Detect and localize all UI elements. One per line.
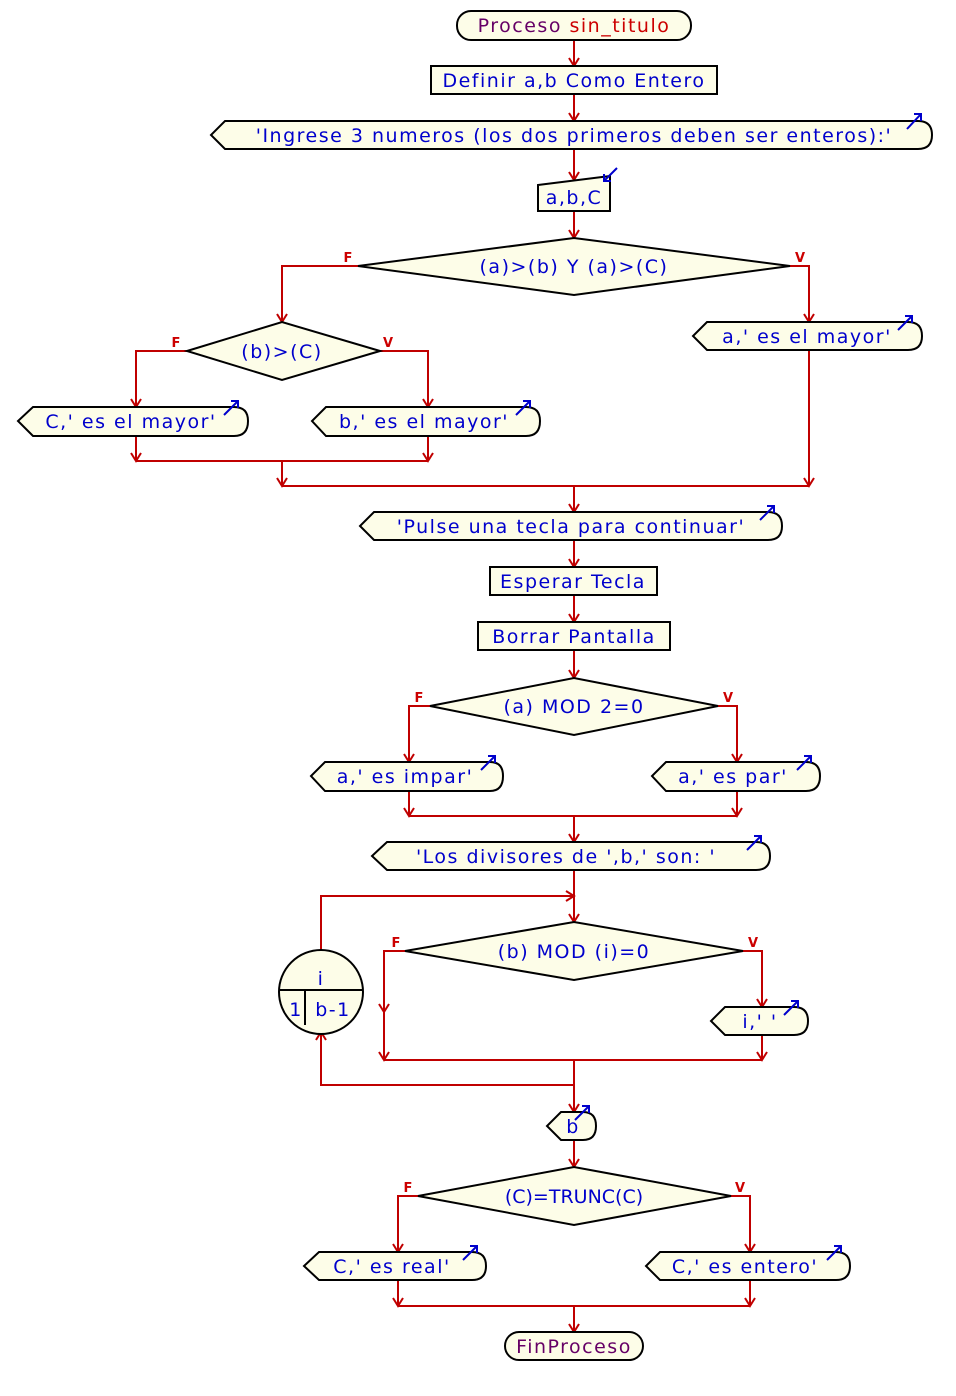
loop-end: b-1	[315, 999, 351, 1021]
output-a-mayor-label: a,' es el mayor'	[722, 326, 892, 348]
output-impar[interactable]: a,' es impar'	[309, 755, 505, 792]
output-arrow-icon	[462, 1245, 478, 1261]
output-arrow-icon	[223, 400, 239, 416]
output-i[interactable]: i,' '	[709, 1000, 810, 1036]
flow-lines	[130, 40, 815, 1333]
decision-1-condition: (a)>(b) Y (a)>(C)	[480, 256, 669, 278]
output-prompt[interactable]: 'Ingrese 3 numeros (los dos primeros deb…	[209, 113, 934, 150]
output-arrow-icon	[897, 315, 913, 331]
loop-start: 1	[289, 999, 303, 1021]
output-pause[interactable]: 'Pulse una tecla para continuar'	[358, 505, 784, 541]
output-arrow-icon	[746, 835, 762, 851]
decision-4-false-label: F	[392, 936, 401, 951]
output-pause-label: 'Pulse una tecla para continuar'	[397, 516, 745, 538]
start-terminal[interactable]: Proceso sin_titulo	[456, 10, 692, 41]
output-arrow-icon	[480, 755, 496, 771]
output-arrow-icon	[759, 505, 775, 521]
for-loop-node[interactable]: i 1 b-1	[278, 949, 364, 1035]
output-par-label: a,' es par'	[678, 766, 788, 788]
decision-4-true-label: V	[748, 936, 758, 951]
end-terminal[interactable]: FinProceso	[504, 1331, 644, 1361]
end-label: FinProceso	[516, 1336, 632, 1358]
loop-variable: i	[318, 968, 325, 990]
clear-screen-box[interactable]: Borrar Pantalla	[477, 621, 671, 651]
output-arrow-icon	[826, 1245, 842, 1261]
decision-1[interactable]: (a)>(b) Y (a)>(C) F V	[344, 236, 805, 297]
decision-2-false-label: F	[172, 336, 181, 351]
decision-1-true-label: V	[795, 251, 805, 266]
decision-1-false-label: F	[344, 251, 353, 266]
decision-3-condition: (a) MOD 2=0	[503, 696, 644, 718]
decision-2[interactable]: (b)>(C) F V	[172, 320, 393, 382]
start-label: Proceso sin_titulo	[478, 15, 671, 37]
output-par[interactable]: a,' es par'	[650, 755, 822, 792]
output-c-mayor[interactable]: C,' es el mayor'	[16, 400, 250, 437]
output-prompt-label: 'Ingrese 3 numeros (los dos primeros deb…	[256, 125, 893, 147]
output-b[interactable]: b	[545, 1105, 598, 1141]
decision-5-condition: (C)=TRUNC(C)	[505, 1186, 643, 1208]
decision-5[interactable]: (C)=TRUNC(C) F V	[404, 1165, 745, 1227]
define-process-box[interactable]: Definir a,b Como Entero	[430, 65, 718, 95]
output-a-mayor[interactable]: a,' es el mayor'	[691, 315, 924, 351]
clear-screen-label: Borrar Pantalla	[492, 626, 656, 648]
define-label: Definir a,b Como Entero	[442, 70, 705, 92]
output-b-mayor[interactable]: b,' es el mayor'	[310, 400, 542, 437]
wait-key-box[interactable]: Esperar Tecla	[489, 566, 658, 596]
output-real[interactable]: C,' es real'	[302, 1245, 488, 1281]
output-divisors-label: 'Los divisores de ',b,' son: '	[416, 846, 716, 868]
output-impar-label: a,' es impar'	[337, 766, 474, 788]
decision-5-false-label: F	[404, 1181, 413, 1196]
decision-3-true-label: V	[723, 691, 733, 706]
decision-2-true-label: V	[383, 336, 393, 351]
decision-2-condition: (b)>(C)	[241, 341, 322, 363]
output-arrow-icon	[906, 113, 922, 130]
input-arrow-icon	[603, 167, 618, 182]
input-label: a,b,C	[546, 187, 603, 209]
input-box[interactable]: a,b,C	[537, 167, 618, 212]
output-divisors[interactable]: 'Los divisores de ',b,' son: '	[370, 835, 772, 871]
output-arrow-icon	[515, 400, 531, 416]
output-arrow-icon	[783, 1000, 799, 1016]
output-b-mayor-label: b,' es el mayor'	[339, 411, 509, 433]
decision-4-condition: (b) MOD (i)=0	[498, 941, 651, 963]
output-c-mayor-label: C,' es el mayor'	[45, 411, 216, 433]
decision-4[interactable]: (b) MOD (i)=0 F V	[392, 920, 758, 982]
decision-3-false-label: F	[415, 691, 424, 706]
output-real-label: C,' es real'	[333, 1256, 450, 1278]
decision-3[interactable]: (a) MOD 2=0 F V	[415, 676, 733, 737]
output-entero[interactable]: C,' es entero'	[644, 1245, 852, 1281]
output-arrow-icon	[796, 755, 812, 771]
output-i-label: i,' '	[742, 1011, 777, 1033]
output-arrow-icon	[574, 1105, 590, 1121]
output-entero-label: C,' es entero'	[672, 1256, 818, 1278]
wait-key-label: Esperar Tecla	[500, 571, 646, 593]
output-b-label: b	[566, 1116, 580, 1138]
decision-5-true-label: V	[735, 1181, 745, 1196]
